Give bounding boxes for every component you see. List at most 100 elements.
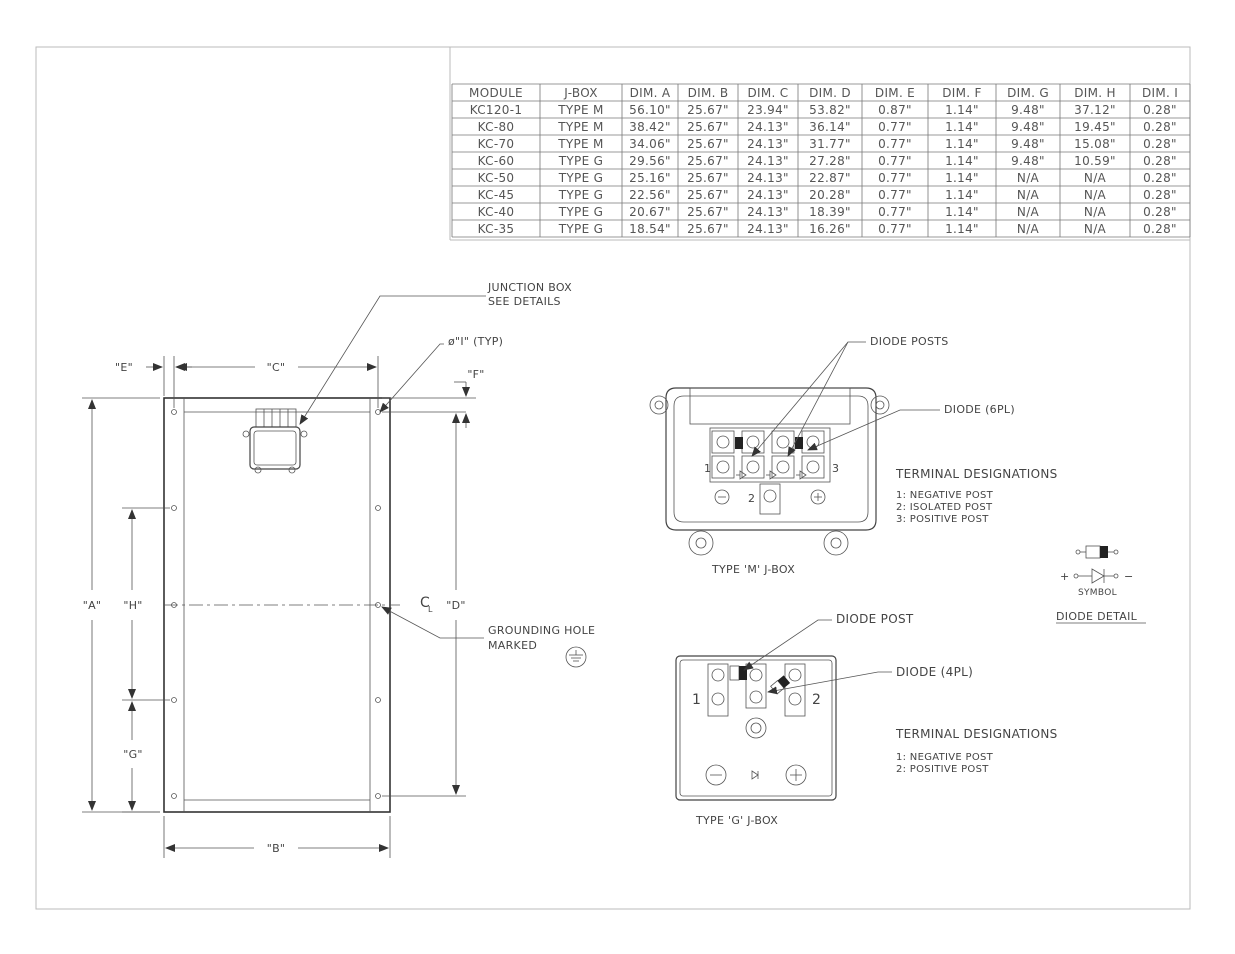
- table-cell: 25.67": [687, 188, 729, 202]
- table-cell: KC-45: [478, 188, 515, 202]
- table-cell: 36.14": [809, 120, 851, 134]
- table-header-cell: DIM. H: [1074, 86, 1116, 100]
- table-cell: TYPE M: [557, 137, 603, 151]
- table-cell: 0.28": [1143, 205, 1177, 219]
- table-cell: 9.48": [1011, 154, 1045, 168]
- junction-box-label-line2: SEE DETAILS: [488, 295, 561, 308]
- table-cell: KC-80: [478, 120, 515, 134]
- jbox-m-diode-posts-label: DIODE POSTS: [870, 335, 949, 348]
- hole-label: ø"I" (TYP): [448, 335, 503, 348]
- jbox-g-diode-label: DIODE (4PL): [896, 665, 973, 679]
- table-cell: 1.14": [945, 222, 979, 236]
- table-cell: 0.77": [878, 154, 912, 168]
- jbox-g-terminal-2: 2: POSITIVE POST: [896, 764, 989, 775]
- dim-e-label: "E": [115, 361, 133, 374]
- jbox-m-post-3: 3: [832, 462, 839, 475]
- module-drawing: "A" "H" "G" "D" "F" "E" "C": [82, 281, 595, 858]
- table-cell: 1.14": [945, 205, 979, 219]
- jbox-m-terminal-3: 3: POSITIVE POST: [896, 514, 989, 525]
- table-cell: 24.13": [747, 188, 789, 202]
- table-cell: 0.77": [878, 188, 912, 202]
- table-cell: 18.39": [809, 205, 851, 219]
- table-cell: TYPE G: [558, 188, 603, 202]
- table-cell: KC-35: [478, 222, 515, 236]
- table-cell: 25.67": [687, 154, 729, 168]
- table-header-cell: DIM. A: [630, 86, 671, 100]
- ground-symbol-icon: [565, 646, 587, 668]
- junction-box-label-line1: JUNCTION BOX: [487, 281, 572, 294]
- dim-h-label: "H": [123, 599, 142, 612]
- table-cell: N/A: [1084, 222, 1107, 236]
- table-cell: TYPE M: [557, 103, 603, 117]
- table-header-cell: DIM. E: [875, 86, 915, 100]
- table-cell: 25.67": [687, 171, 729, 185]
- table-cell: 22.56": [629, 188, 671, 202]
- table-cell: 25.67": [687, 103, 729, 117]
- table-cell: 1.14": [945, 120, 979, 134]
- table-cell: 24.13": [747, 154, 789, 168]
- table-cell: N/A: [1017, 188, 1040, 202]
- table-header-cell: DIM. D: [809, 86, 851, 100]
- jbox-m-terminal-title: TERMINAL DESIGNATIONS: [895, 467, 1058, 481]
- diode-detail-caption: DIODE DETAIL: [1056, 610, 1138, 623]
- table-header-cell: MODULE: [469, 86, 523, 100]
- table-cell: N/A: [1017, 171, 1040, 185]
- table-cell: N/A: [1084, 205, 1107, 219]
- junction-box-leader: [299, 295, 486, 425]
- table-cell: 24.13": [747, 205, 789, 219]
- table-cell: TYPE M: [557, 120, 603, 134]
- dim-c-label: "C": [267, 361, 286, 374]
- table-cell: 18.54": [629, 222, 671, 236]
- table-cell: 1.14": [945, 188, 979, 202]
- table-header-cell: DIM. I: [1142, 86, 1178, 100]
- table-cell: 9.48": [1011, 103, 1045, 117]
- jbox-m-post-1: 1: [704, 462, 711, 475]
- jbox-m-post-2: 2: [748, 492, 755, 505]
- table-cell: 0.77": [878, 120, 912, 134]
- jbox-m-terminal-2: 2: ISOLATED POST: [896, 502, 993, 513]
- jbox-g-terminal-title: TERMINAL DESIGNATIONS: [895, 727, 1058, 741]
- hole-leader: [379, 343, 444, 413]
- jbox-m-terminal-1: 1: NEGATIVE POST: [896, 490, 994, 501]
- table-cell: 53.82": [809, 103, 851, 117]
- table-cell: 38.42": [629, 120, 671, 134]
- table-header-cell: DIM. F: [942, 86, 981, 100]
- table-cell: N/A: [1084, 188, 1107, 202]
- table-cell: N/A: [1084, 171, 1107, 185]
- table-cell: 20.67": [629, 205, 671, 219]
- dim-b-label: "B": [267, 842, 286, 855]
- table-header-cell: DIM. C: [748, 86, 789, 100]
- table-cell: 27.28": [809, 154, 851, 168]
- table-cell: 25.67": [687, 222, 729, 236]
- table-cell: 0.87": [878, 103, 912, 117]
- jbox-g-post-1: 1: [692, 692, 701, 708]
- table-cell: 0.77": [878, 137, 912, 151]
- grounding-leader: [381, 606, 484, 639]
- mounting-holes: [171, 409, 381, 799]
- table-cell: 0.28": [1143, 154, 1177, 168]
- table-cell: 31.77": [809, 137, 851, 151]
- table-cell: 10.59": [1074, 154, 1116, 168]
- table-cell: 25.16": [629, 171, 671, 185]
- table-cell: TYPE G: [558, 205, 603, 219]
- table-cell: 1.14": [945, 171, 979, 185]
- table-cell: 1.14": [945, 103, 979, 117]
- table-cell: 0.28": [1143, 103, 1177, 117]
- table-cell: 0.28": [1143, 120, 1177, 134]
- table-cell: 37.12": [1074, 103, 1116, 117]
- table-cell: 25.67": [687, 205, 729, 219]
- table-cell: 15.08": [1074, 137, 1116, 151]
- table-cell: N/A: [1017, 205, 1040, 219]
- table-cell: 0.77": [878, 205, 912, 219]
- type-g-jbox: 1 2 DIODE POST DIODE (4PL) TERMINAL DESI…: [675, 612, 1058, 827]
- centerline-symbol-sub: L: [428, 605, 433, 614]
- table-cell: 24.13": [747, 137, 789, 151]
- dim-f-label: "F": [467, 368, 484, 381]
- diode-detail-minus: −: [1124, 570, 1134, 583]
- table-cell: 24.13": [747, 171, 789, 185]
- dim-g-label: "G": [123, 748, 143, 761]
- centerline-symbol: C: [420, 595, 430, 611]
- grounding-label-line1: GROUNDING HOLE: [488, 624, 595, 637]
